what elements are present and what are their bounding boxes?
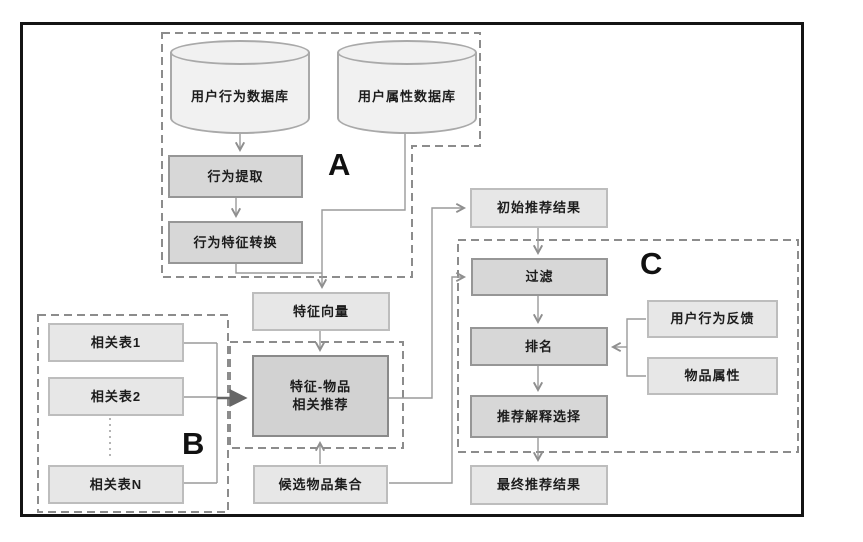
cylinder-top bbox=[337, 40, 477, 65]
node-initial-recommendation-result: 初始推荐结果 bbox=[470, 188, 608, 228]
node-candidate-item-set: 候选物品集合 bbox=[253, 465, 388, 504]
db-user-behavior: 用户行为数据库 bbox=[170, 40, 310, 134]
db-user-attribute-label: 用户属性数据库 bbox=[357, 88, 456, 104]
node-behavior-extract: 行为提取 bbox=[168, 155, 303, 198]
node-user-behavior-feedback: 用户行为反馈 bbox=[647, 300, 778, 338]
node-final-recommendation-result: 最终推荐结果 bbox=[470, 465, 608, 505]
section-label-b: B bbox=[182, 426, 205, 461]
node-feature-vector: 特征向量 bbox=[252, 292, 390, 331]
node-related-table-n: 相关表N bbox=[48, 465, 184, 504]
node-behavior-feature-convert: 行为特征转换 bbox=[168, 221, 303, 264]
node-rank: 排名 bbox=[470, 327, 608, 366]
cylinder-body bbox=[337, 52, 477, 134]
section-label-c: C bbox=[640, 246, 663, 281]
cylinder-body bbox=[170, 52, 310, 134]
feature-item-line1: 特征-物品 bbox=[289, 379, 352, 395]
connectors bbox=[184, 133, 646, 484]
node-item-attribute: 物品属性 bbox=[647, 357, 778, 395]
section-b-outline bbox=[37, 314, 229, 513]
section-a-outline bbox=[161, 32, 481, 278]
line-feedback-bracket bbox=[626, 318, 646, 377]
arrow-feature-item-to-initial bbox=[389, 202, 467, 399]
db-user-attribute: 用户属性数据库 bbox=[337, 40, 477, 134]
node-related-table-1: 相关表1 bbox=[48, 323, 184, 362]
feature-item-line2: 相关推荐 bbox=[292, 397, 349, 412]
node-filter: 过滤 bbox=[471, 258, 608, 296]
db-user-behavior-label: 用户行为数据库 bbox=[190, 88, 289, 104]
section-label-a: A bbox=[328, 147, 351, 182]
line-convert-to-junction bbox=[235, 264, 322, 274]
node-related-table-2: 相关表2 bbox=[48, 377, 184, 416]
node-explanation-selection: 推荐解释选择 bbox=[470, 395, 608, 438]
arrow-candidate-to-filter bbox=[389, 271, 467, 484]
cylinder-top bbox=[170, 40, 310, 65]
dashed-section-outlines bbox=[37, 32, 799, 513]
arrow-db2-to-feature-vector bbox=[316, 133, 406, 290]
section-c-outline bbox=[457, 239, 799, 453]
node-feature-item-recommendation: 特征-物品 相关推荐 bbox=[252, 355, 389, 437]
